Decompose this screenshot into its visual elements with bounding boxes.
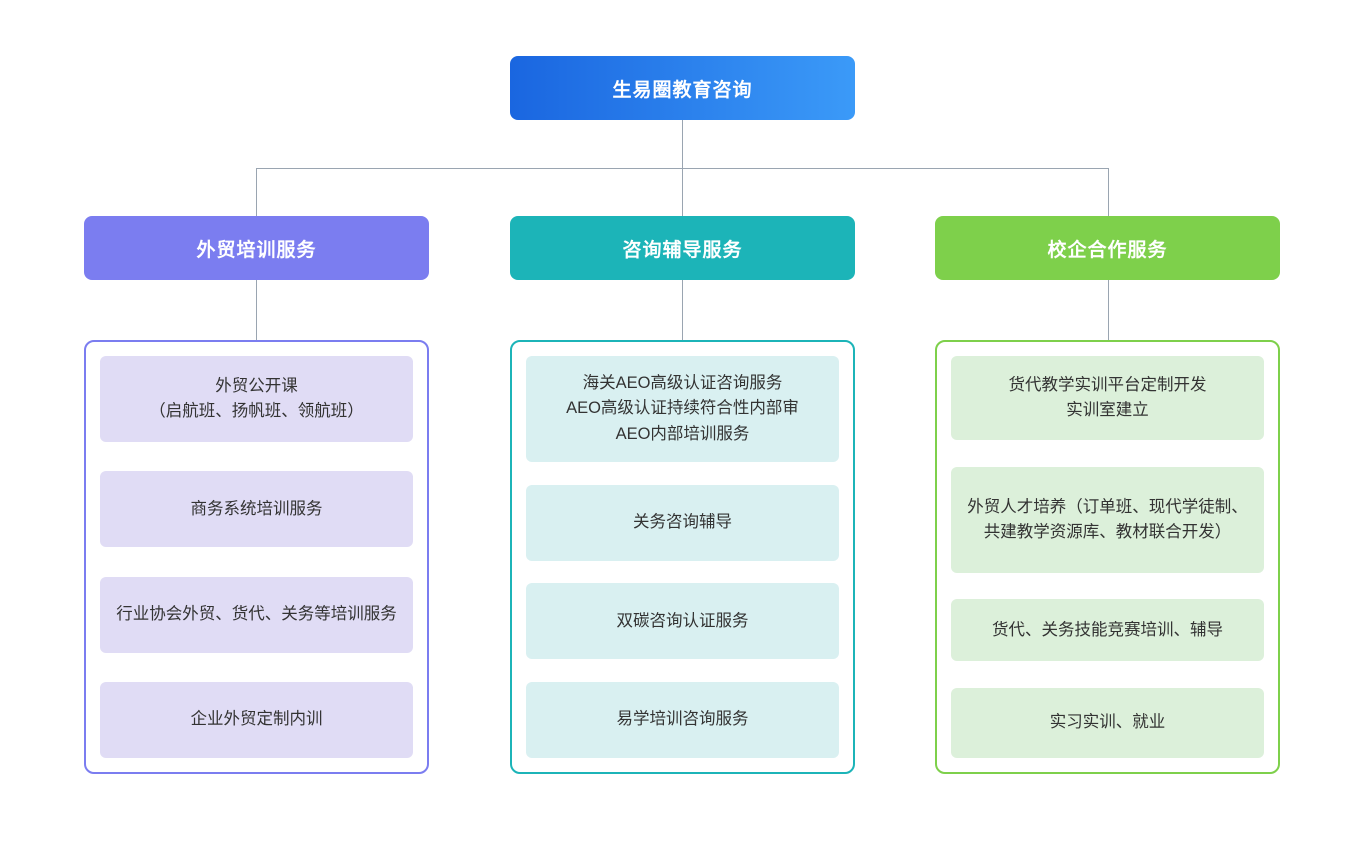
branch-items-container-2: 海关AEO高级认证咨询服务 AEO高级认证持续符合性内部审 AEO内部培训服务 … <box>510 340 855 774</box>
branch-1-item-4[interactable]: 企业外贸定制内训 <box>100 681 413 758</box>
connector-branch-3-vertical <box>1108 168 1109 216</box>
branch-items-container-3: 货代教学实训平台定制开发 实训室建立 外贸人才培养（订单班、现代学徒制、共建教学… <box>935 340 1280 774</box>
branch-header-1-label: 外贸培训服务 <box>196 239 317 261</box>
connector-branch-1-to-box <box>256 280 257 340</box>
branch-header-3-label: 校企合作服务 <box>1047 239 1168 261</box>
branch-3-item-1[interactable]: 货代教学实训平台定制开发 实训室建立 <box>951 356 1264 440</box>
branch-1-item-1[interactable]: 外贸公开课 （启航班、扬帆班、领航班） <box>100 356 413 442</box>
connector-root-vertical <box>682 120 683 168</box>
root-node-education-consulting[interactable]: 生易圈教育咨询 <box>510 56 855 120</box>
branch-column-1: 外贸培训服务 外贸公开课 （启航班、扬帆班、领航班） 商务系统培训服务 行业协会… <box>84 216 429 774</box>
branch-items-container-1: 外贸公开课 （启航班、扬帆班、领航班） 商务系统培训服务 行业协会外贸、货代、关… <box>84 340 429 774</box>
connector-branch-3-to-box <box>1108 280 1109 340</box>
branch-1-item-2[interactable]: 商务系统培训服务 <box>100 471 413 548</box>
branch-column-2: 咨询辅导服务 海关AEO高级认证咨询服务 AEO高级认证持续符合性内部审 AEO… <box>510 216 855 774</box>
branch-header-3[interactable]: 校企合作服务 <box>935 216 1280 280</box>
branch-header-2-label: 咨询辅导服务 <box>622 239 743 261</box>
connector-branch-2-to-box <box>682 280 683 340</box>
branch-2-item-2[interactable]: 关务咨询辅导 <box>526 484 839 561</box>
branch-2-item-1[interactable]: 海关AEO高级认证咨询服务 AEO高级认证持续符合性内部审 AEO内部培训服务 <box>526 356 839 462</box>
branch-header-2[interactable]: 咨询辅导服务 <box>510 216 855 280</box>
branch-column-3: 校企合作服务 货代教学实训平台定制开发 实训室建立 外贸人才培养（订单班、现代学… <box>935 216 1280 774</box>
branch-header-1[interactable]: 外贸培训服务 <box>84 216 429 280</box>
branch-3-item-2[interactable]: 外贸人才培养（订单班、现代学徒制、共建教学资源库、教材联合开发） <box>951 466 1264 573</box>
branch-2-item-4[interactable]: 易学培训咨询服务 <box>526 681 839 758</box>
branch-1-item-3[interactable]: 行业协会外贸、货代、关务等培训服务 <box>100 576 413 653</box>
branch-3-item-4[interactable]: 实习实训、就业 <box>951 687 1264 758</box>
branch-2-item-3[interactable]: 双碳咨询认证服务 <box>526 583 839 660</box>
root-node-label: 生易圈教育咨询 <box>612 79 753 101</box>
connector-branch-1-vertical <box>256 168 257 216</box>
branch-3-item-3[interactable]: 货代、关务技能竞赛培训、辅导 <box>951 599 1264 662</box>
connector-branch-2-vertical <box>682 168 683 216</box>
